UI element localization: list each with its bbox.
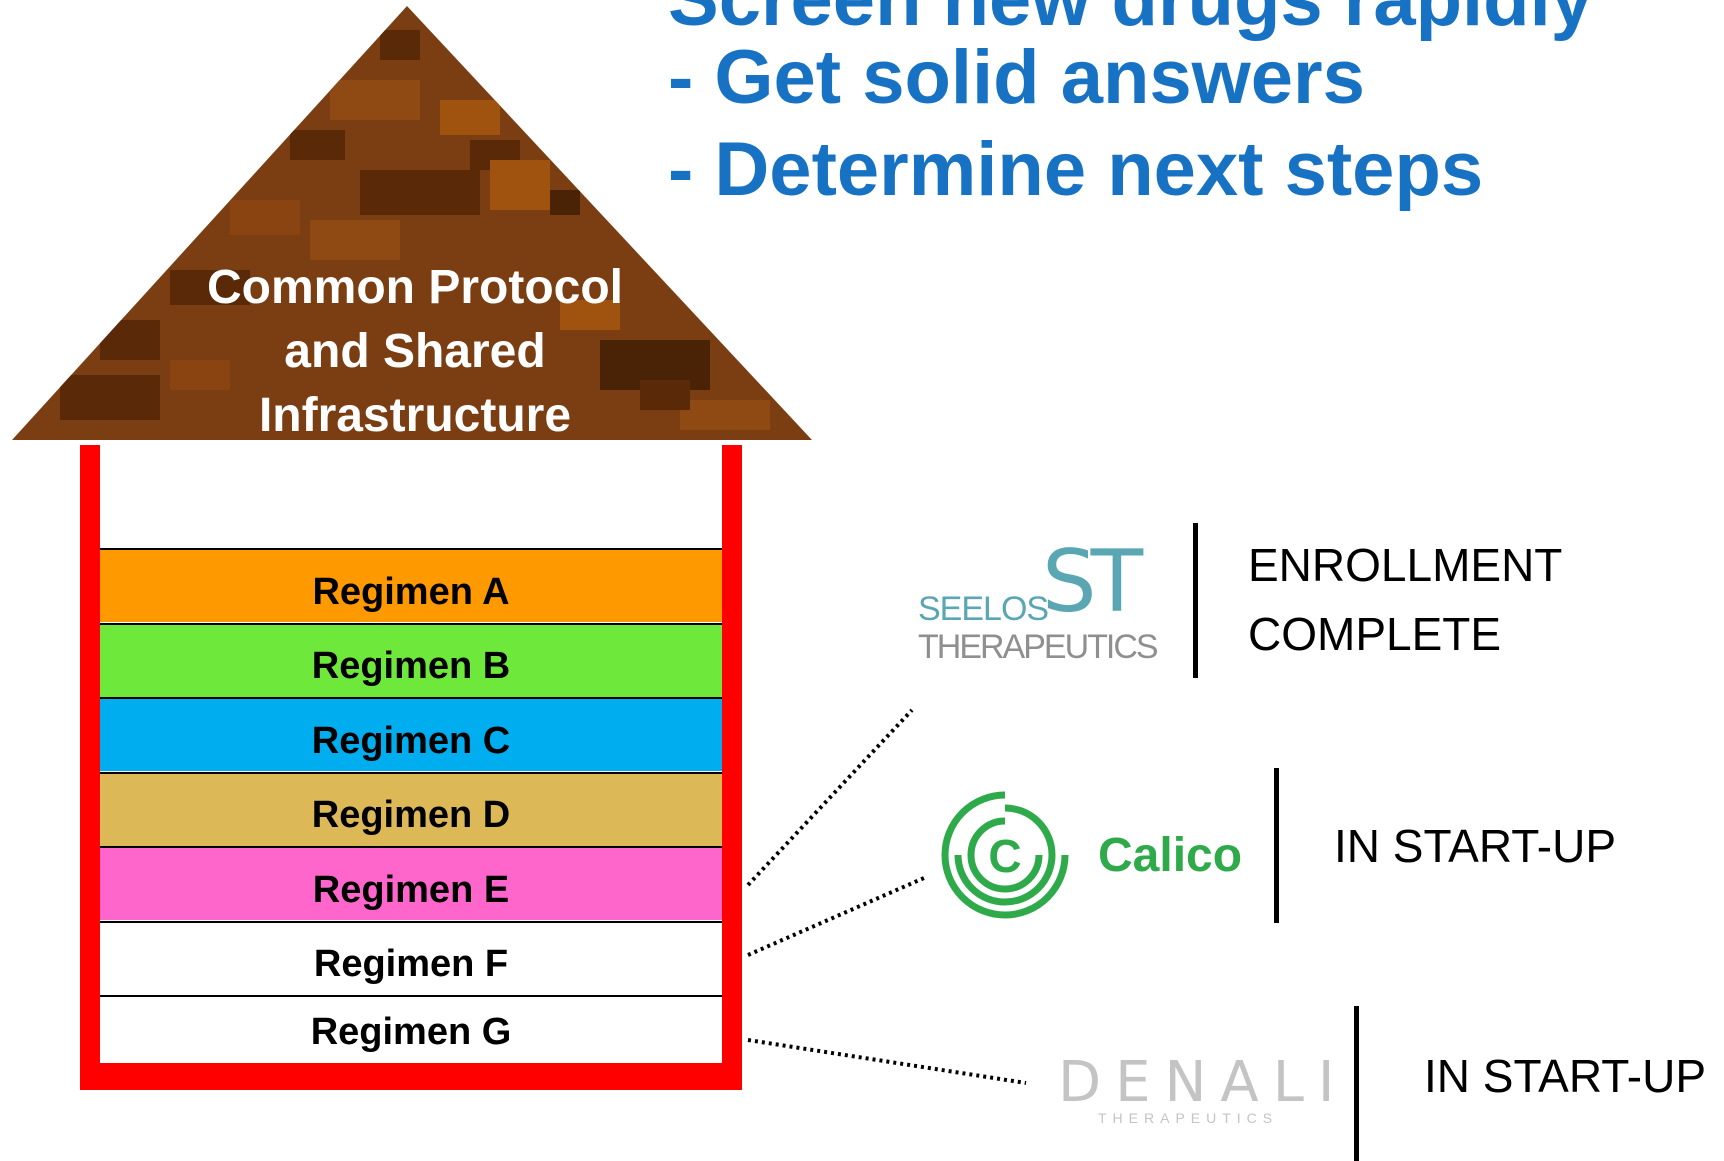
regimen-label: Regimen D xyxy=(311,794,511,836)
house-floor xyxy=(80,1063,742,1090)
regimen-band-d: Regimen D xyxy=(100,771,722,846)
regimen-label: Regimen A xyxy=(312,570,510,613)
regimen-band-f: Regimen F xyxy=(100,920,722,995)
roof-shape xyxy=(12,6,812,440)
roof-line-2: and Shared xyxy=(284,325,546,378)
headline-bullet-2: - Get solid answers xyxy=(668,35,1365,120)
roof-line-3: Infrastructure xyxy=(258,389,572,442)
seelos-logo-subtitle: THERAPEUTICS xyxy=(918,628,1159,666)
seelos-divider xyxy=(1193,523,1198,678)
denali-logo-subtitle: THERAPEUTICS xyxy=(1098,1110,1279,1126)
regimen-label: Regimen C xyxy=(311,719,511,762)
regimen-label: Regimen G xyxy=(310,1010,512,1053)
denali-logo-name: DENALI xyxy=(1058,1050,1349,1115)
calico-status: IN START-UP xyxy=(1334,820,1616,872)
regimen-label: Regimen B xyxy=(311,645,511,687)
connector-seelos xyxy=(746,708,914,887)
regimen-band-a: Regimen A xyxy=(100,548,722,622)
denali-logo: DENALI THERAPEUTICS xyxy=(1058,1050,1338,1130)
regimen-band-g: Regimen G xyxy=(100,995,722,1055)
regimen-band-c: Regimen C xyxy=(100,697,722,771)
calico-circle-logo: C xyxy=(941,791,1069,919)
seelos-status-line-1: ENROLLMENT xyxy=(1248,539,1563,591)
headline-bullet-3: - Determine next steps xyxy=(668,127,1484,212)
roof-brick-texture xyxy=(60,30,770,430)
regimen-band-e: Regimen E xyxy=(100,846,722,920)
calico-logo-name: Calico xyxy=(1098,829,1243,882)
roof-line-1: Common Protocol xyxy=(207,261,623,314)
house-left-wall xyxy=(80,445,100,1090)
svg-text:C: C xyxy=(988,830,1021,882)
connector-denali xyxy=(747,1038,1027,1085)
seelos-st-logo: ST SEELOS THERAPEUTICS xyxy=(918,532,1159,670)
regimen-label: Regimen E xyxy=(312,868,510,911)
headline-bullet-1: Screen new drugs rapidly xyxy=(668,0,1593,38)
seelos-status-line-2: COMPLETE xyxy=(1248,608,1502,660)
regimen-band-b: Regimen B xyxy=(100,622,722,697)
connector-calico xyxy=(747,876,925,957)
calico-divider xyxy=(1274,768,1279,923)
seelos-logo-mark: ST xyxy=(1042,532,1143,632)
denali-divider xyxy=(1354,1006,1359,1161)
denali-status: IN START-UP xyxy=(1424,1050,1706,1102)
seelos-logo-name: SEELOS xyxy=(918,590,1049,628)
house-right-wall xyxy=(722,445,742,1090)
regimen-label: Regimen F xyxy=(313,943,509,985)
